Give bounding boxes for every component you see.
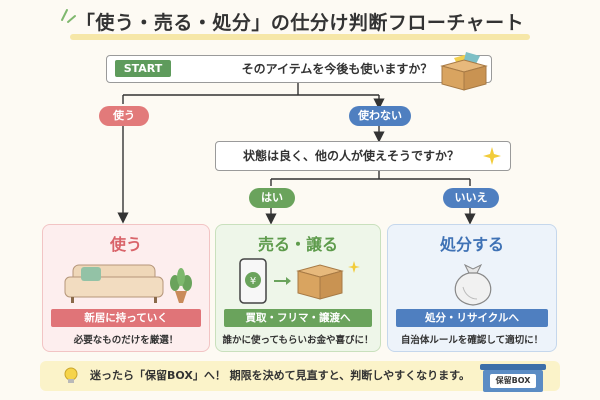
outcome-card-dispose: 処分する 処分・リサイクルへ 自治体ルールを確認して適切に！	[387, 224, 557, 352]
hold-box-icon: 保留BOX	[480, 364, 546, 394]
card-title-dispose: 処分する	[439, 235, 504, 254]
branch-notuse-pill: 使わない	[349, 106, 411, 126]
answer-no-pill: いいえ	[443, 188, 499, 208]
question2-text: 状態は良く、他の人が使えそうですか？	[242, 149, 459, 163]
trash-bag-icon	[454, 263, 492, 306]
card-sub-dispose: 自治体ルールを確認して適切に！	[400, 335, 544, 346]
title-area: 「使う・売る・処分」の仕分け判断フローチャート	[0, 6, 600, 40]
start-question-box: START そのアイテムを今後も使いますか？	[106, 55, 492, 83]
sparkle-icon	[483, 147, 501, 165]
card-band-dispose: 処分・リサイクルへ	[396, 309, 548, 327]
cardboard-box-icon	[440, 52, 488, 91]
page-title: 「使う・売る・処分」の仕分け判断フローチャート	[75, 12, 525, 34]
question2-box: 状態は良く、他の人が使えそうですか？	[215, 141, 511, 171]
tip-text: 迷ったら「保留BOX」へ！ 期限を決めて見直すと、判断しやすくなります。	[90, 369, 471, 382]
card-title-use: 使う	[109, 235, 142, 254]
lightbulb-icon	[64, 367, 78, 383]
start-question: そのアイテムを今後も使いますか？	[241, 62, 433, 76]
sofa-icon	[64, 264, 192, 303]
outcome-card-sell: 売る・譲る ¥ 買取・フリマ・譲渡へ 誰かに使ってもらいお金や喜びに！	[215, 224, 381, 352]
sparkle-lines-icon	[61, 9, 76, 23]
answer-yes-pill: はい	[249, 188, 295, 208]
card-title-sell: 売る・譲る	[257, 235, 338, 254]
card-band-sell: 買取・フリマ・譲渡へ	[224, 309, 372, 327]
card-sub-sell: 誰かに使ってもらいお金や喜びに！	[222, 335, 374, 346]
card-sub-use: 必要なものだけを厳選！	[73, 335, 179, 346]
outcome-card-use: 使う 新居に持っていく 必要なものだけを厳選！	[42, 224, 210, 352]
svg-text:¥: ¥	[250, 276, 256, 287]
card-band-use: 新居に持っていく	[51, 309, 201, 327]
tip-banner: 迷ったら「保留BOX」へ！ 期限を決めて見直すと、判断しやすくなります。	[40, 361, 560, 391]
phone-to-box-icon: ¥	[239, 258, 360, 304]
start-badge: START	[115, 60, 171, 77]
hold-box-label: 保留BOX	[490, 374, 536, 388]
branch-use-pill: 使う	[99, 106, 149, 126]
